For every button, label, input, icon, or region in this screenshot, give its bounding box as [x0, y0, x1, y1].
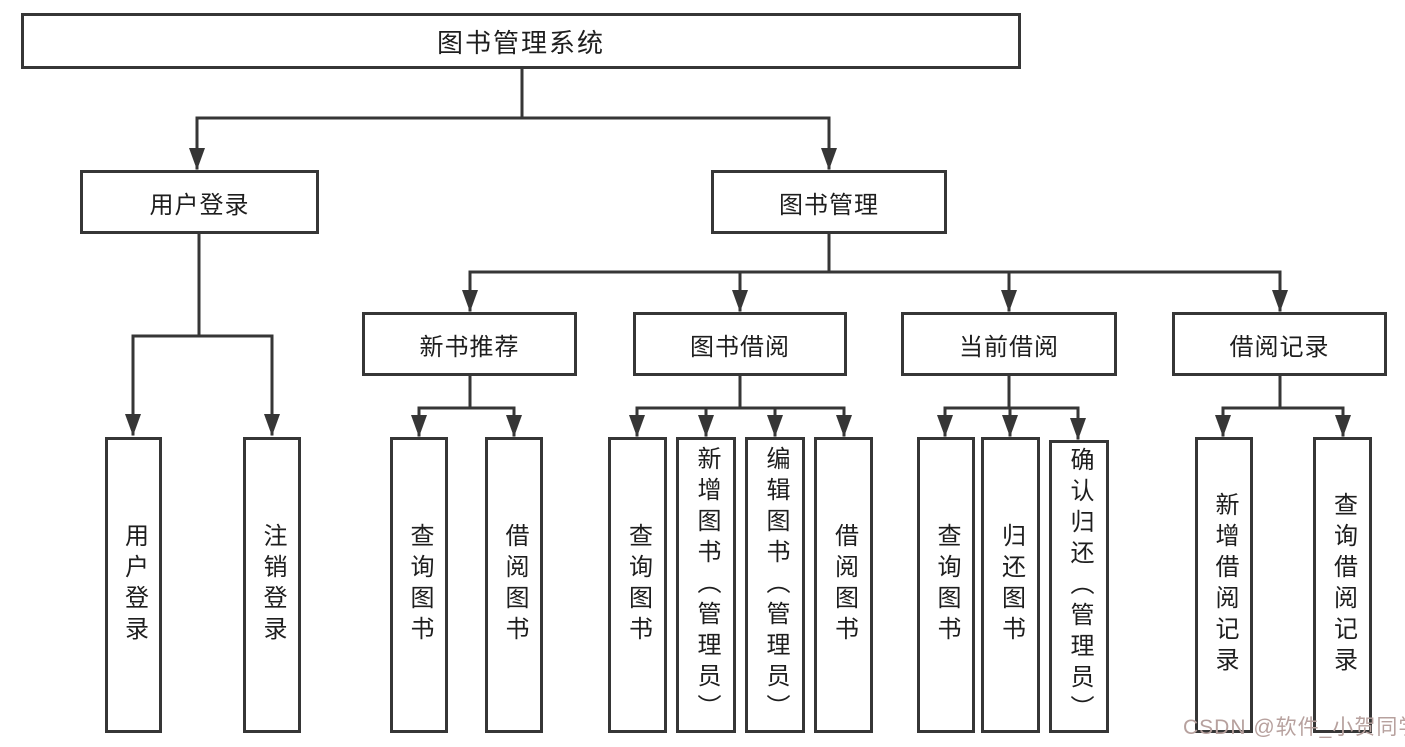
node-user-login: 用户登录	[80, 170, 319, 234]
leaf-query-borrow-record: 查询借阅记录	[1313, 437, 1372, 733]
csdn-watermark: CSDN @软件_小贺同学	[1183, 716, 1405, 739]
leaf-query-books-recommend: 查询图书	[390, 437, 448, 733]
leaf-add-books-admin: 新增图书（管理员）	[676, 437, 736, 733]
leaf-logout: 注销登录	[243, 437, 301, 733]
leaf-user-login: 用户登录	[105, 437, 162, 733]
leaf-edit-books-admin: 编辑图书（管理员）	[745, 437, 805, 733]
leaf-borrow-books-recommend: 借阅图书	[485, 437, 543, 733]
node-book-management: 图书管理	[711, 170, 947, 234]
node-library-management-system: 图书管理系统	[21, 13, 1021, 69]
leaf-borrow-books: 借阅图书	[814, 437, 873, 733]
leaf-return-books: 归还图书	[981, 437, 1040, 733]
leaf-query-books-current: 查询图书	[917, 437, 975, 733]
leaf-add-borrow-record: 新增借阅记录	[1195, 437, 1253, 733]
leaf-confirm-return-admin: 确认归还（管理员）	[1049, 440, 1109, 733]
leaf-query-books-borrow: 查询图书	[608, 437, 667, 733]
node-current-borrowing: 当前借阅	[901, 312, 1117, 376]
node-borrowing-records: 借阅记录	[1172, 312, 1387, 376]
node-book-borrowing: 图书借阅	[633, 312, 847, 376]
node-new-book-recommend: 新书推荐	[362, 312, 577, 376]
